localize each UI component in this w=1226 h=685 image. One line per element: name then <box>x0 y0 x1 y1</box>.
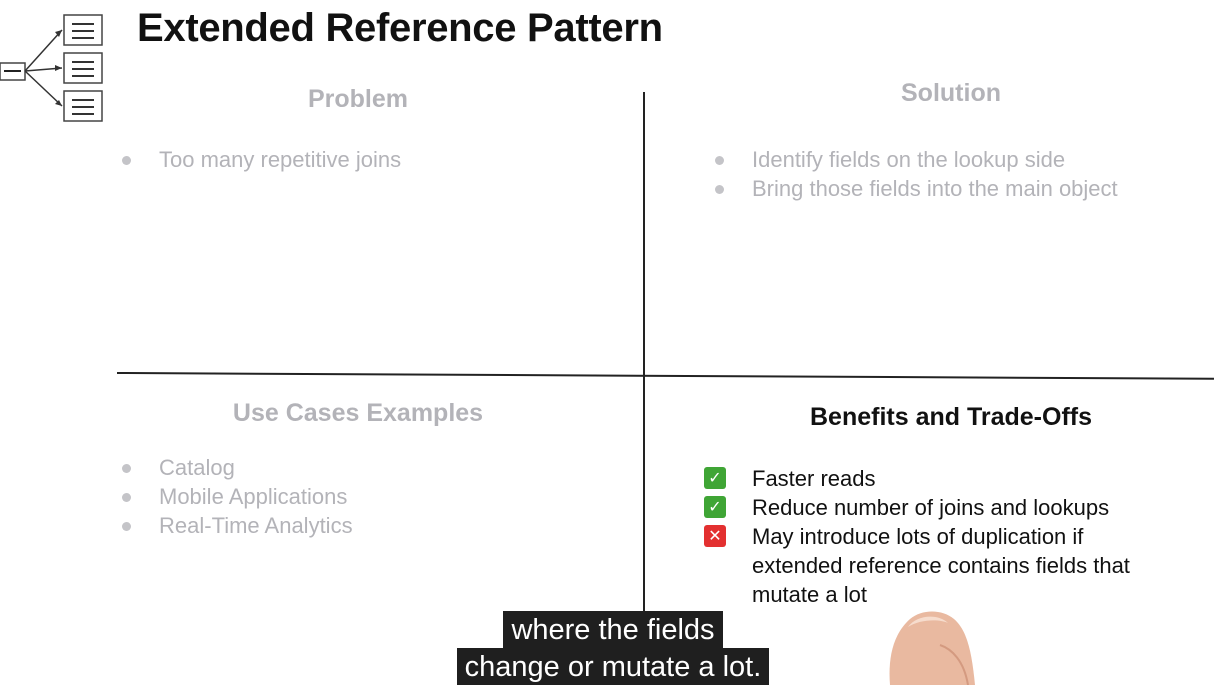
use-cases-list: Catalog Mobile Applications Real-Time An… <box>122 453 353 540</box>
list-item: ✓ Reduce number of joins and lookups <box>704 493 1172 522</box>
list-item: Too many repetitive joins <box>122 145 401 174</box>
list-item-text: May introduce lots of duplication if ext… <box>752 524 1130 607</box>
subtitle-text: change or mutate a lot. <box>456 648 770 685</box>
bullet-icon <box>122 156 131 165</box>
quadrant-divider-horizontal <box>116 372 1214 380</box>
hand-pointer-icon <box>889 611 975 685</box>
list-item-text: Real-Time Analytics <box>159 513 353 538</box>
solution-list: Identify fields on the lookup side Bring… <box>715 145 1118 203</box>
quadrant-divider-vertical <box>643 92 645 685</box>
slide-title: Extended Reference Pattern <box>137 6 663 50</box>
solution-heading: Solution <box>901 79 1001 107</box>
bullet-icon <box>122 464 131 473</box>
list-item-text: Reduce number of joins and lookups <box>752 495 1110 520</box>
problem-list: Too many repetitive joins <box>122 145 401 174</box>
bullet-icon <box>122 493 131 502</box>
cross-icon: ✕ <box>704 525 726 547</box>
list-item: Real-Time Analytics <box>122 511 353 540</box>
list-item: Mobile Applications <box>122 482 353 511</box>
extended-reference-diagram-icon <box>0 14 103 122</box>
list-item: Catalog <box>122 453 353 482</box>
check-icon: ✓ <box>704 496 726 518</box>
list-item-text: Bring those fields into the main object <box>752 176 1118 201</box>
list-item: ✕ May introduce lots of duplication if e… <box>704 522 1172 609</box>
list-item-text: Catalog <box>159 455 235 480</box>
bullet-icon <box>122 522 131 531</box>
list-item-text: Too many repetitive joins <box>159 147 402 172</box>
list-item-text: Mobile Applications <box>159 484 348 509</box>
use-cases-heading: Use Cases Examples <box>232 399 484 427</box>
list-item: Identify fields on the lookup side <box>715 145 1118 174</box>
list-item-text: Faster reads <box>752 466 876 491</box>
subtitle-line-2: change or mutate a lot. <box>0 648 1226 685</box>
list-item: ✓ Faster reads <box>704 464 1172 493</box>
benefits-list: ✓ Faster reads ✓ Reduce number of joins … <box>704 464 1172 609</box>
list-item: Bring those fields into the main object <box>715 174 1118 203</box>
subtitle-line-1: where the fields <box>0 611 1226 649</box>
check-icon: ✓ <box>704 467 726 489</box>
benefits-heading: Benefits and Trade-Offs <box>810 403 1092 431</box>
bullet-icon <box>715 185 724 194</box>
subtitle-text: where the fields <box>503 611 723 649</box>
bullet-icon <box>715 156 724 165</box>
list-item-text: Identify fields on the lookup side <box>752 147 1066 172</box>
problem-heading: Problem <box>307 85 409 113</box>
